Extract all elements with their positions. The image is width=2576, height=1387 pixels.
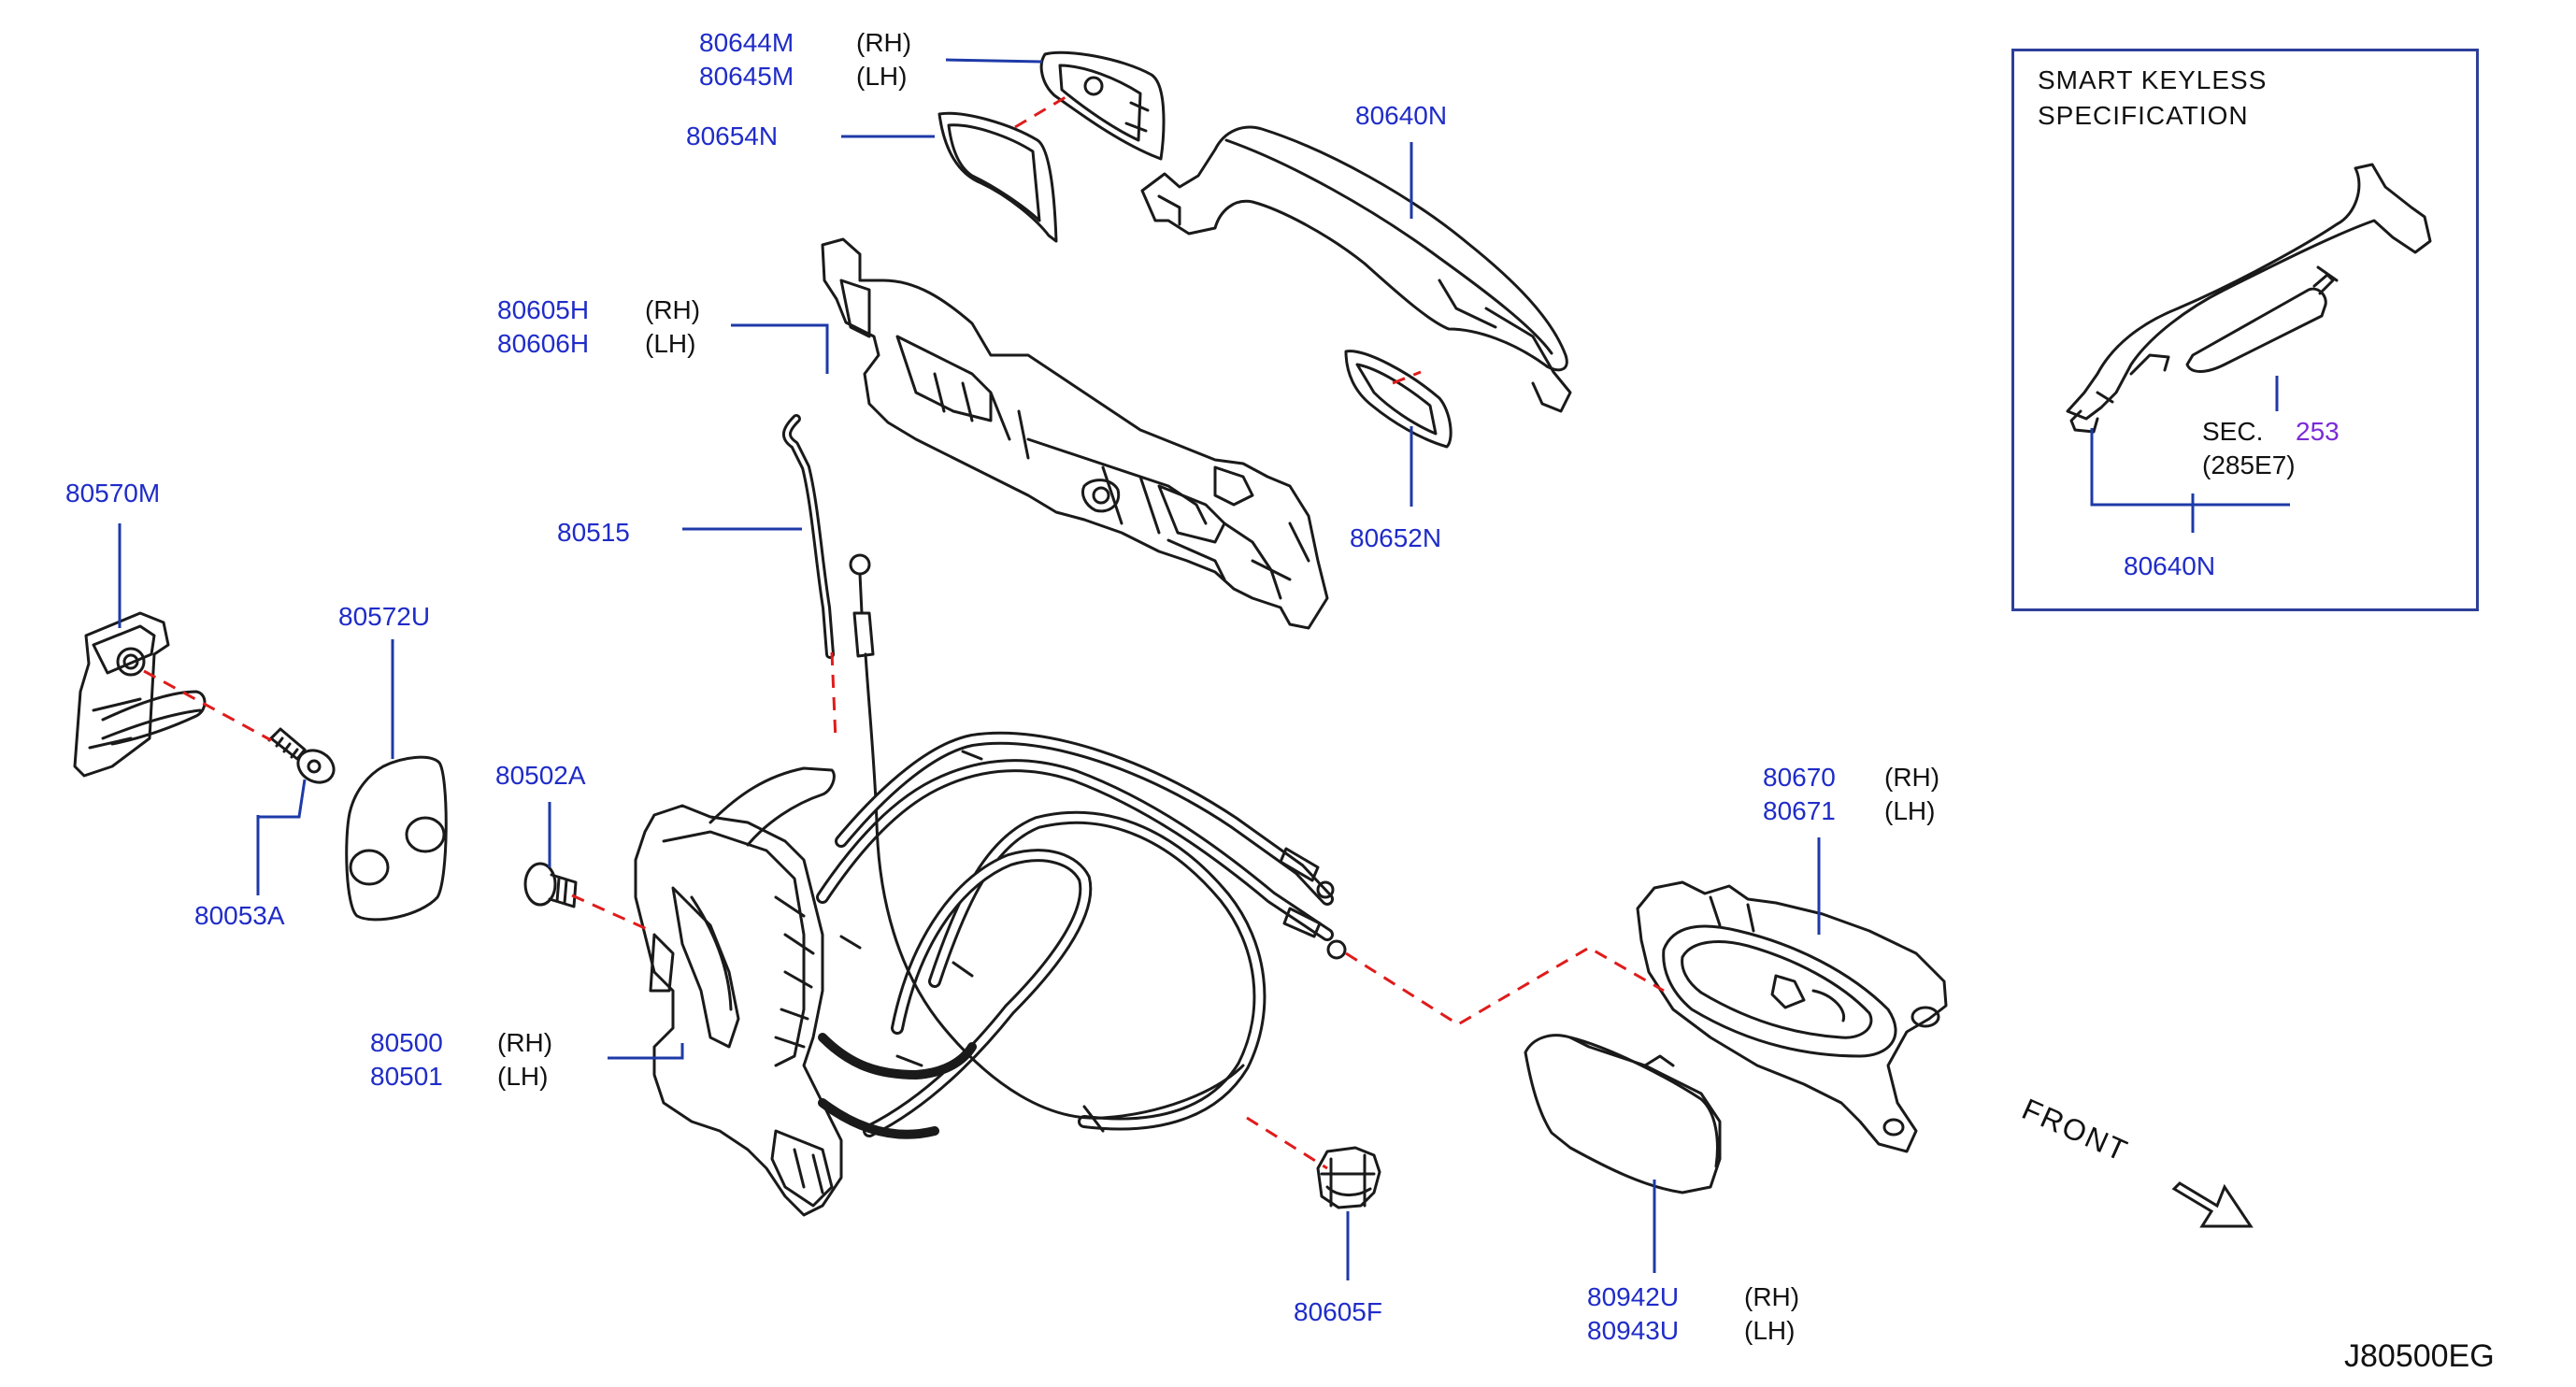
side-80943u: (LH) <box>1744 1316 1796 1345</box>
part-80053a[interactable]: 80053A <box>194 901 285 930</box>
drawing-code: J80500EG <box>2344 1338 2495 1374</box>
side-80605h: (RH) <box>645 295 701 324</box>
side-80942u: (RH) <box>1744 1282 1800 1311</box>
part-80572u[interactable]: 80572U <box>338 602 431 631</box>
part-80654n[interactable]: 80654N <box>686 122 779 150</box>
side-80501: (LH) <box>497 1062 549 1091</box>
shim-80572u[interactable] <box>345 755 448 922</box>
inset-handle-80640n[interactable] <box>2066 163 2432 434</box>
gasket-80654n[interactable] <box>937 111 1058 243</box>
part-80652n[interactable]: 80652N <box>1350 523 1442 552</box>
part-80670[interactable]: 80670 <box>1763 763 1836 792</box>
rod-80515[interactable] <box>782 414 835 659</box>
part-80640n[interactable]: 80640N <box>1355 101 1448 130</box>
part-80570m[interactable]: 80570M <box>65 479 161 508</box>
side-80671: (LH) <box>1884 796 1936 825</box>
inset-title-line2: SPECIFICATION <box>2038 101 2249 130</box>
inset-part-80640n[interactable]: 80640N <box>2124 551 2216 580</box>
part-80644m[interactable]: 80644M <box>699 28 794 57</box>
part-80605h[interactable]: 80605H <box>497 295 590 324</box>
inset-sec-number[interactable]: 253 <box>2296 417 2340 446</box>
part-80515[interactable]: 80515 <box>557 518 630 547</box>
part-80502a[interactable]: 80502A <box>495 761 586 790</box>
leader-lines <box>118 58 2290 1280</box>
inset-sec-prefix: SEC. <box>2202 417 2264 446</box>
mating-lines <box>143 95 1665 1170</box>
side-80644m: (RH) <box>856 28 912 57</box>
outside-handle-80640n[interactable] <box>1140 125 1572 413</box>
part-80501[interactable]: 80501 <box>370 1062 443 1091</box>
part-80500[interactable]: 80500 <box>370 1028 443 1057</box>
inset-sec-sub: (285E7) <box>2202 450 2296 479</box>
front-arrow-icon <box>2171 1181 2254 1228</box>
part-80943u[interactable]: 80943U <box>1587 1316 1680 1345</box>
side-80670: (RH) <box>1884 763 1940 792</box>
smart-keyless-inset <box>2011 49 2479 611</box>
handle-bracket-80605h[interactable] <box>821 237 1329 630</box>
bolt-80502a[interactable] <box>523 862 578 908</box>
part-80605f[interactable]: 80605F <box>1294 1297 1382 1326</box>
inset-title-line1: SMART KEYLESS <box>2038 65 2268 94</box>
door-lock-actuator-80500[interactable] <box>634 766 843 1217</box>
grommet-clip-80605f[interactable] <box>1316 1146 1381 1209</box>
side-80500: (RH) <box>497 1028 553 1057</box>
striker-80570m[interactable] <box>73 611 207 778</box>
side-80606h: (LH) <box>645 329 696 358</box>
side-80645m: (LH) <box>856 62 908 91</box>
part-80671[interactable]: 80671 <box>1763 796 1836 825</box>
screw-80053a[interactable] <box>267 727 339 789</box>
gasket-80652n[interactable] <box>1344 350 1453 449</box>
handle-escutcheon-80644m[interactable] <box>1039 50 1166 161</box>
part-80606h[interactable]: 80606H <box>497 329 590 358</box>
release-cables[interactable] <box>816 731 1347 1139</box>
inside-cover-80942u[interactable] <box>1524 1034 1722 1194</box>
cable-rod[interactable] <box>849 553 879 824</box>
part-80645m[interactable]: 80645M <box>699 62 794 91</box>
part-80942u[interactable]: 80942U <box>1587 1282 1680 1311</box>
inside-handle-80670[interactable] <box>1636 880 1948 1153</box>
